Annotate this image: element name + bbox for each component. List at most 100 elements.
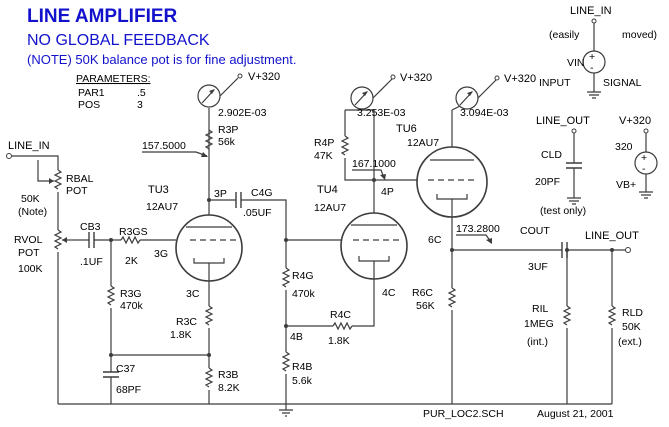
vb-minus-icon: - <box>642 163 646 175</box>
line-out-label: LINE_OUT <box>585 230 639 242</box>
ground-icon <box>639 174 653 199</box>
cld-note: (test only) <box>540 205 586 217</box>
probe1-line <box>142 151 208 157</box>
probe3-line <box>456 234 492 243</box>
diagram-note: (NOTE) 50K balance pot is for fine adjus… <box>27 52 297 67</box>
wire <box>352 261 375 327</box>
r4b-resistor <box>281 351 291 372</box>
ground-icon <box>567 168 581 205</box>
param-value: .5 <box>137 87 146 99</box>
cld-value: 20PF <box>535 176 560 188</box>
probe1-arrow <box>201 152 208 157</box>
wire <box>11 155 59 170</box>
ril-note: (int.) <box>527 336 548 348</box>
meter3-value: 3.094E-03 <box>460 107 509 119</box>
cld-line-out-label: LINE_OUT <box>536 115 590 127</box>
footer-filename: PUR_LOC2.SCH <box>423 408 504 420</box>
line-in-label: LINE_IN <box>8 140 50 152</box>
rbal-name: RBAL <box>66 173 94 185</box>
c4g-value: .05UF <box>243 207 272 219</box>
vplus-terminal <box>494 75 500 81</box>
vplus-label: V+320 <box>248 71 280 83</box>
r3gs-value: 2K <box>125 255 138 267</box>
vin-terminal <box>591 18 597 24</box>
vb-vplus-label: V+320 <box>619 115 651 127</box>
vplus-terminal <box>237 73 243 79</box>
wire <box>372 78 393 99</box>
rvol-wiper-arrow <box>62 237 67 243</box>
vin-plus-icon: + <box>589 51 595 63</box>
rvol-resistor <box>53 229 63 250</box>
param-value: 3 <box>137 99 143 111</box>
param-name: POS <box>78 99 100 111</box>
vplus-terminal <box>390 74 396 80</box>
tu3-cathode <box>193 258 225 264</box>
cb3-name: CB3 <box>80 221 101 233</box>
tu4-label: TU4 <box>317 184 338 196</box>
meter-needle-arrow <box>362 91 368 96</box>
c37-name: C37 <box>116 363 135 375</box>
node-4p: 4P <box>381 186 394 198</box>
c4g-name: C4G <box>251 187 273 199</box>
r4p-name: R4P <box>314 137 334 149</box>
c4g-capacitor <box>235 192 242 208</box>
vb-plus-icon: + <box>641 152 647 164</box>
r6c-resistor <box>447 287 457 308</box>
probe3-arrow <box>486 238 492 244</box>
probe2-line <box>352 169 385 179</box>
diagram-subtitle: NO GLOBAL FEEDBACK <box>27 32 210 49</box>
parameters-heading: PARAMETERS: <box>76 73 150 85</box>
vb-terminal <box>643 128 649 134</box>
r6c-name: R6C <box>412 287 433 299</box>
rld-value: 50K <box>622 321 641 333</box>
r4c-value: 1.8K <box>328 335 350 347</box>
node-4c: 4C <box>382 287 396 299</box>
wire <box>451 105 461 111</box>
rbal-wiper-arrow <box>49 178 54 184</box>
tu3-type: 12AU7 <box>146 201 178 213</box>
node-3p: 3P <box>214 188 227 200</box>
wire <box>477 79 497 99</box>
r3p-name: R3P <box>218 124 238 136</box>
vin-input-label: INPUT <box>539 77 571 89</box>
param-name: PAR1 <box>78 87 105 99</box>
vin-annotation: (easily <box>549 29 580 41</box>
tu4-type: 12AU7 <box>314 202 346 214</box>
rld-name: RLD <box>622 307 643 319</box>
rld-resistor <box>607 305 617 326</box>
cld-name: CLD <box>541 149 562 161</box>
vb-name: VB+ <box>616 179 636 191</box>
r3b-value: 8.2K <box>218 382 240 394</box>
vin-annotation2: moved) <box>622 29 657 41</box>
rld-note: (ext.) <box>618 336 642 348</box>
vb-value: 320 <box>615 141 633 153</box>
probe2-value: 167.1000 <box>352 158 396 170</box>
cb3-value: .1UF <box>80 256 103 268</box>
tu3-label: TU3 <box>148 184 169 196</box>
r4b-value: 5.6k <box>292 375 313 387</box>
footer-date: August 21, 2001 <box>537 408 614 420</box>
node-6c: 6C <box>428 234 442 246</box>
cld-capacitor <box>566 162 582 169</box>
ril-name: RIL <box>532 303 549 315</box>
meter1-value: 2.902E-03 <box>218 107 267 119</box>
r6c-value: 56K <box>416 300 435 312</box>
r3c-resistor <box>204 305 214 326</box>
vin-minus-icon: - <box>590 62 594 74</box>
wire <box>219 77 239 97</box>
vin-line-in-label: LINE_IN <box>570 5 612 17</box>
r3g-value: 470k <box>120 300 144 312</box>
r3c-name: R3C <box>176 316 197 328</box>
probe2-arrow <box>380 174 386 180</box>
cld-terminal <box>571 128 577 134</box>
node-3g: 3G <box>154 248 168 260</box>
vplus-label: V+320 <box>400 72 432 84</box>
rvol-value2: 100K <box>18 263 43 275</box>
r3gs-resistor <box>120 235 141 245</box>
meter2-value: 3.253E-03 <box>357 107 406 119</box>
diagram-title: LINE AMPLIFIER <box>27 6 178 27</box>
r4g-resistor <box>281 267 291 288</box>
r4p-resistor <box>340 135 350 156</box>
wire <box>241 199 287 240</box>
